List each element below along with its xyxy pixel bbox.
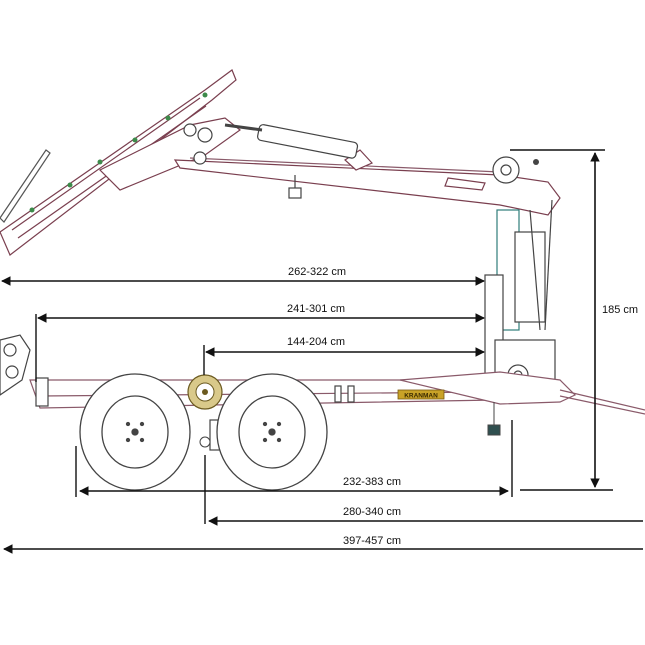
boom-fittings [29, 92, 208, 213]
dim-label-inner-reach: 144-204 cm [287, 336, 345, 348]
dim-label-boom-reach: 262-322 cm [288, 266, 346, 278]
dim-label-height: 185 cm [602, 304, 638, 316]
dimension-lines [1, 149, 643, 554]
dim-label-overall-length: 397-457 cm [343, 535, 401, 547]
wheel-rear [216, 373, 328, 491]
dim-label-wheel-to-crane: 232-383 cm [343, 476, 401, 488]
crane-boom [0, 69, 561, 256]
support-jack [487, 402, 501, 436]
nameplate: KRANMAN [397, 389, 445, 400]
wheel-front [79, 373, 191, 491]
sprocket-gear [187, 374, 223, 448]
dim-label-axle-to-end: 280-340 cm [343, 506, 401, 518]
nameplate-text: KRANMAN [404, 393, 438, 400]
dim-label-mid-reach: 241-301 cm [287, 303, 345, 315]
